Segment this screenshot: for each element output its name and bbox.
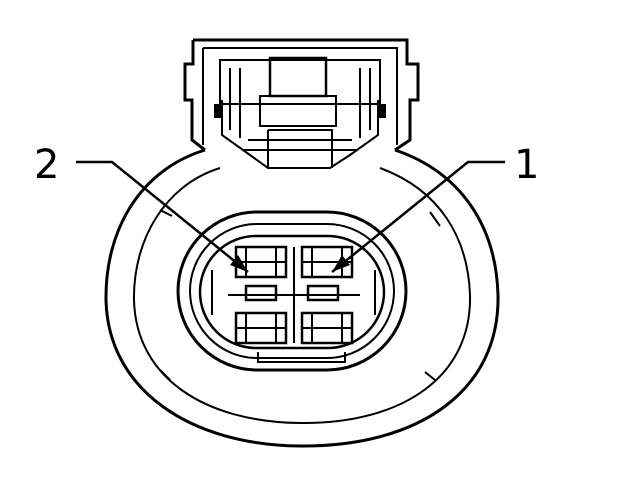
pin-2-label: 2 (34, 142, 59, 188)
terminal-bottom-right (300, 311, 354, 345)
connector-body (104, 148, 500, 448)
pin-2-contact (244, 284, 278, 302)
leader-line-pin-1 (331, 160, 505, 273)
pin-1-label: 1 (514, 142, 539, 188)
leader-line-pin-2 (76, 160, 249, 273)
terminal-top-left (234, 245, 288, 279)
latch-tab (183, 38, 420, 169)
terminal-bottom-left (234, 311, 288, 345)
pin-1-contact (306, 284, 340, 302)
mating-face (176, 210, 408, 372)
